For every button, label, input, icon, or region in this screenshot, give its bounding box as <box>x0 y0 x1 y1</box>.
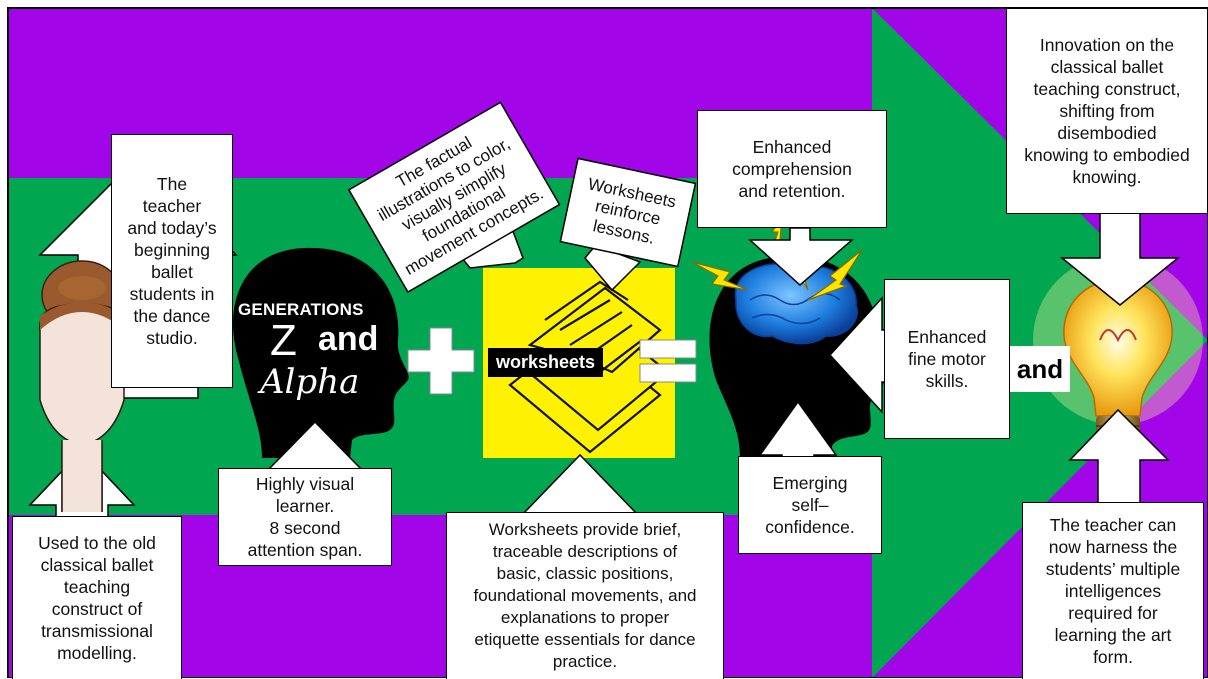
and-inline-label: and <box>318 320 379 358</box>
callout-line: Worksheets provide brief, <box>488 520 682 539</box>
generations-label: GENERATIONS <box>238 300 364 319</box>
equals-icon <box>639 339 697 383</box>
comprehension-down-arrow <box>748 227 855 287</box>
callout-line: practice. <box>552 652 618 671</box>
callout-line: transmissional <box>41 621 153 641</box>
brain-head-icon <box>709 256 884 458</box>
callout-line: etiquette essentials for dance <box>474 630 696 649</box>
callout-line: explanations to proper <box>500 608 670 627</box>
reinforce-box <box>559 157 697 268</box>
callout-line: Enhanced <box>752 137 832 157</box>
dancer-head-icon <box>39 260 125 512</box>
worksheets-provide-callout: Worksheets provide brief, traceable descr… <box>446 512 724 679</box>
and-final-label: and <box>1010 346 1070 392</box>
callout-line: traceable descriptions of <box>492 542 678 561</box>
callout-line: learning the art <box>1054 625 1172 645</box>
callout-line: shifting from <box>1059 101 1155 121</box>
callout-line: classical ballet <box>40 555 154 575</box>
callout-line: basic, classic positions, <box>496 564 674 583</box>
callout-line: knowing to embodied <box>1024 145 1190 165</box>
harness-up-arrow <box>1068 408 1170 506</box>
callout-line: comprehension <box>732 159 852 179</box>
callout-line: classical ballet <box>1050 57 1164 77</box>
callout-line: disembodied <box>1057 123 1157 143</box>
callout-line: construct of <box>51 599 143 619</box>
callout-line: the dance <box>133 306 211 326</box>
callout-line: Innovation on the <box>1039 35 1175 55</box>
callout-line: teaching construct, <box>1033 79 1181 99</box>
callout-line: Used to the old <box>38 533 156 553</box>
callout-line: teaching <box>63 577 131 597</box>
callout-line: confidence. <box>765 517 855 537</box>
plus-icon <box>407 327 475 395</box>
student-head-silhouette-icon <box>233 247 409 458</box>
callout-line: required for <box>1068 603 1158 623</box>
callout-line: ballet <box>151 262 193 282</box>
callout-line: form. <box>1093 647 1133 667</box>
callout-line: 8 second <box>269 518 341 538</box>
callout-line: The teacher can <box>1049 515 1177 535</box>
callout-line: skills. <box>925 371 969 391</box>
callout-line: teacher <box>142 196 202 216</box>
callout-line: beginning <box>134 240 210 260</box>
factual-box <box>347 101 561 294</box>
alpha-label: Alpha <box>260 362 360 402</box>
callout-line: studio. <box>146 328 198 348</box>
worksheets-label: worksheets <box>488 348 604 377</box>
callout-line: Highly visual <box>255 474 355 494</box>
worksheets-provide-text: Worksheets provide brief, traceable descr… <box>473 519 696 673</box>
callout-line: knowing. <box>1072 167 1142 187</box>
callout-line: students in <box>129 284 215 304</box>
callout-line: now harness the <box>1048 537 1178 557</box>
callout-line: and today’s <box>127 218 217 238</box>
callout-line: Enhanced <box>907 327 987 347</box>
callout-line: modelling. <box>57 643 137 663</box>
callout-line: learner. <box>275 496 335 516</box>
callout-line: Emerging <box>772 473 848 493</box>
callout-line: attention span. <box>247 540 363 560</box>
z-label: Z <box>270 316 297 365</box>
callout-line: and retention. <box>738 181 846 201</box>
callout-line: foundational movements, and <box>473 586 697 605</box>
innovation-down-arrow <box>1059 209 1181 306</box>
callout-line: intelligences <box>1064 581 1162 601</box>
callout-line: The <box>156 174 188 194</box>
callout-line: self– <box>791 495 829 515</box>
callout-line: students’ multiple <box>1045 559 1181 579</box>
callout-line: fine motor <box>908 349 986 369</box>
